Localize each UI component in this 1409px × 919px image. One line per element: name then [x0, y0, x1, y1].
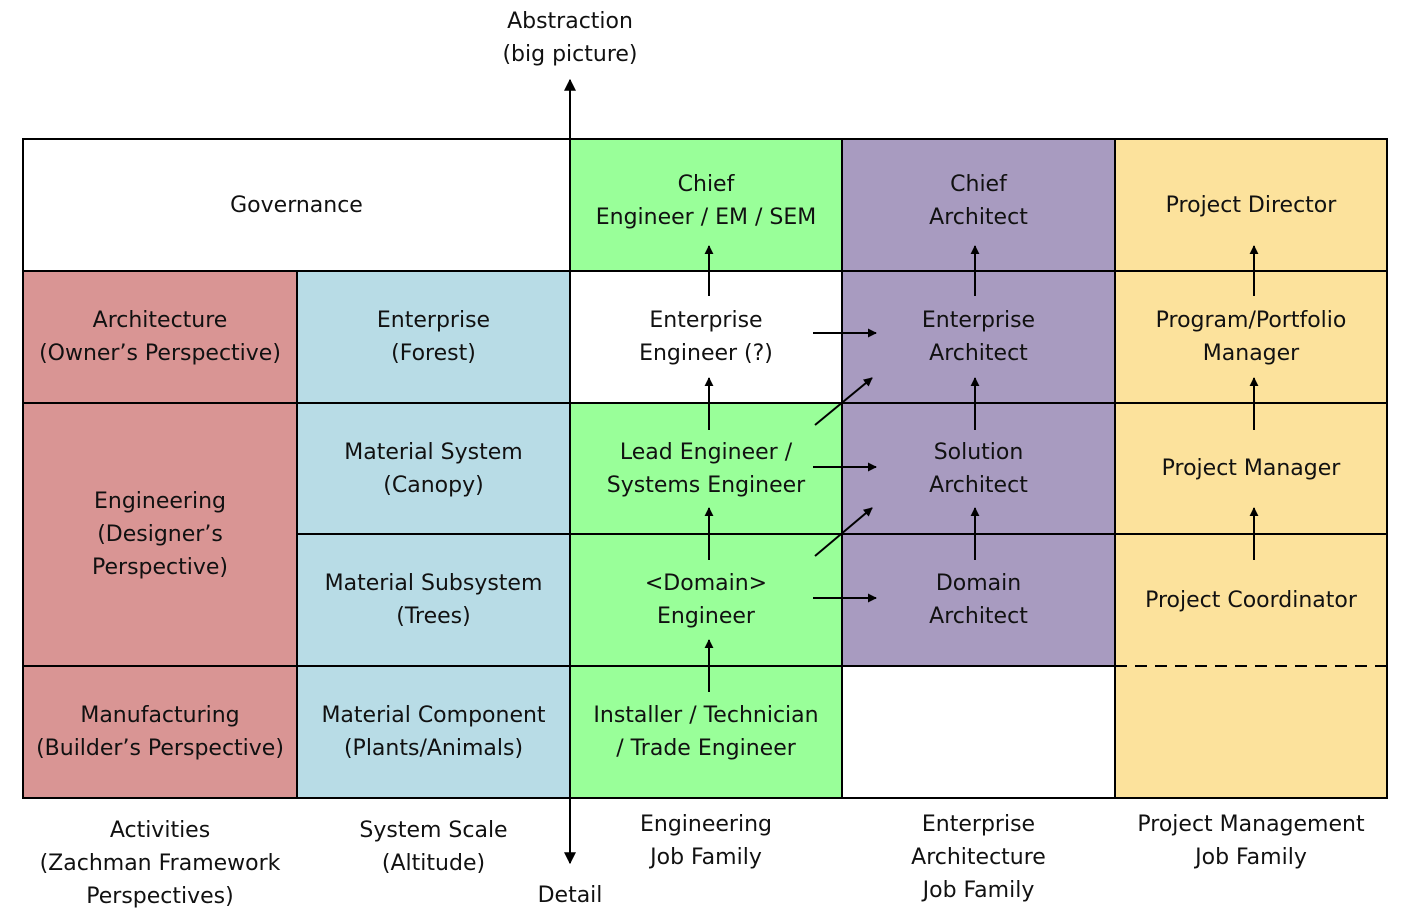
- governance-cell: Governance: [23, 139, 570, 271]
- activity-engineering-cell: Engineering (Designer’s Perspective): [23, 403, 297, 666]
- ea-chief-architect-cell: Chief Architect: [842, 139, 1115, 271]
- ea-empty-cell: [842, 666, 1115, 798]
- scale-material-subsystem-cell: Material Subsystem (Trees): [297, 534, 570, 666]
- eng-domain-engineer-cell: <Domain> Engineer: [570, 534, 842, 666]
- axis-abstraction-label: Abstraction (big picture): [502, 9, 638, 67]
- activity-manufacturing-cell: Manufacturing (Builder’s Perspective): [23, 666, 297, 798]
- column-label-activities: Activities (Zachman Framework Perspectiv…: [39, 818, 281, 909]
- eng-lead-engineer-cell: Lead Engineer / Systems Engineer: [570, 403, 842, 534]
- pm-program-manager-cell: Program/Portfolio Manager: [1115, 271, 1387, 403]
- pm-project-manager-cell: Project Manager: [1115, 403, 1387, 534]
- ea-solution-architect-cell: Solution Architect: [842, 403, 1115, 534]
- axis-detail-label: Detail: [537, 883, 603, 908]
- column-label-system-scale: System Scale (Altitude): [359, 818, 508, 876]
- eng-enterprise-engineer-cell: Enterprise Engineer (?): [570, 271, 842, 403]
- ea-domain-architect-cell: Domain Architect: [842, 534, 1115, 666]
- scale-enterprise-cell: Enterprise (Forest): [297, 271, 570, 403]
- ea-enterprise-architect-cell: Enterprise Architect: [842, 271, 1115, 403]
- scale-material-component-cell: Material Component (Plants/Animals): [297, 666, 570, 798]
- column-label-enterprise-architecture: Enterprise Architecture Job Family: [911, 812, 1046, 903]
- scale-material-system-cell: Material System (Canopy): [297, 403, 570, 534]
- column-label-engineering: Engineering Job Family: [640, 812, 772, 870]
- eng-chief-engineer-cell: Chief Engineer / EM / SEM: [570, 139, 842, 271]
- pm-project-coordinator-cell: Project Coordinator: [1115, 534, 1387, 798]
- activity-architecture-cell: Architecture (Owner’s Perspective): [23, 271, 297, 403]
- pm-project-director-cell: Project Director: [1115, 139, 1387, 271]
- eng-installer-cell: Installer / Technician / Trade Engineer: [570, 666, 842, 798]
- column-label-project-management: Project Management Job Family: [1137, 812, 1365, 870]
